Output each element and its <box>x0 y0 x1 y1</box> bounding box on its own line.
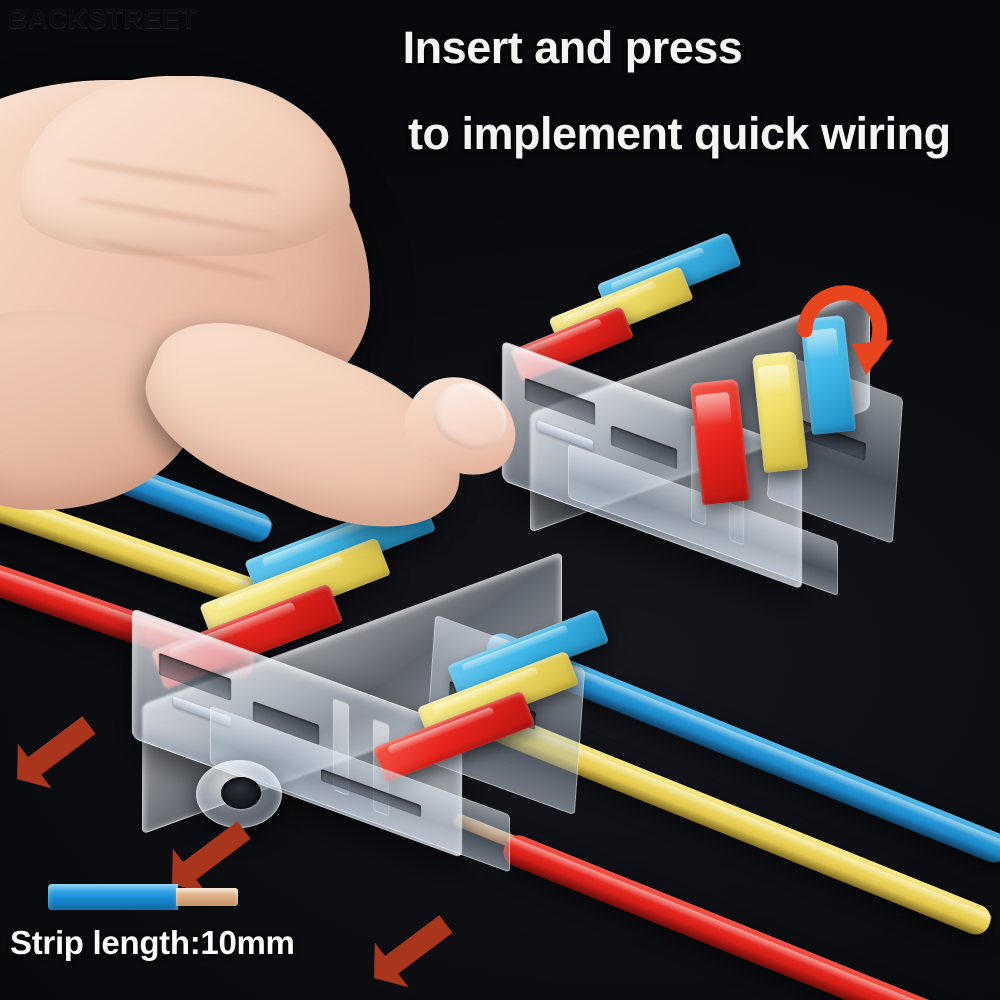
lever-highlight <box>805 327 839 361</box>
internal-contact <box>537 420 593 451</box>
connector-upper[interactable] <box>500 231 904 600</box>
watermark-backstreet: BACKSTREET <box>8 4 198 35</box>
legend-wire-insulation <box>48 884 178 910</box>
strip-length-label: Strip length:10mm <box>10 924 295 961</box>
mounting-flange <box>196 760 282 828</box>
legend-wire-icon <box>48 884 238 910</box>
headline-line-1: Insert and press <box>402 22 743 73</box>
headline-line-2: to implement quick wiring <box>408 108 951 159</box>
strip-length-legend: Strip length:10mm <box>10 884 340 962</box>
housing-window <box>159 652 231 701</box>
mounting-hole <box>221 777 261 809</box>
knuckles <box>20 76 350 256</box>
legend-wire-copper <box>176 888 238 906</box>
hand <box>0 76 532 562</box>
headline: Insert and press to implement quick wiri… <box>0 18 1000 164</box>
housing-window <box>525 377 595 426</box>
wire-shade <box>499 850 1000 1000</box>
lever-highlight <box>695 392 733 428</box>
direction-arrow-icon <box>374 915 453 988</box>
direction-arrow-icon <box>17 716 96 789</box>
lever-highlight <box>757 363 791 398</box>
